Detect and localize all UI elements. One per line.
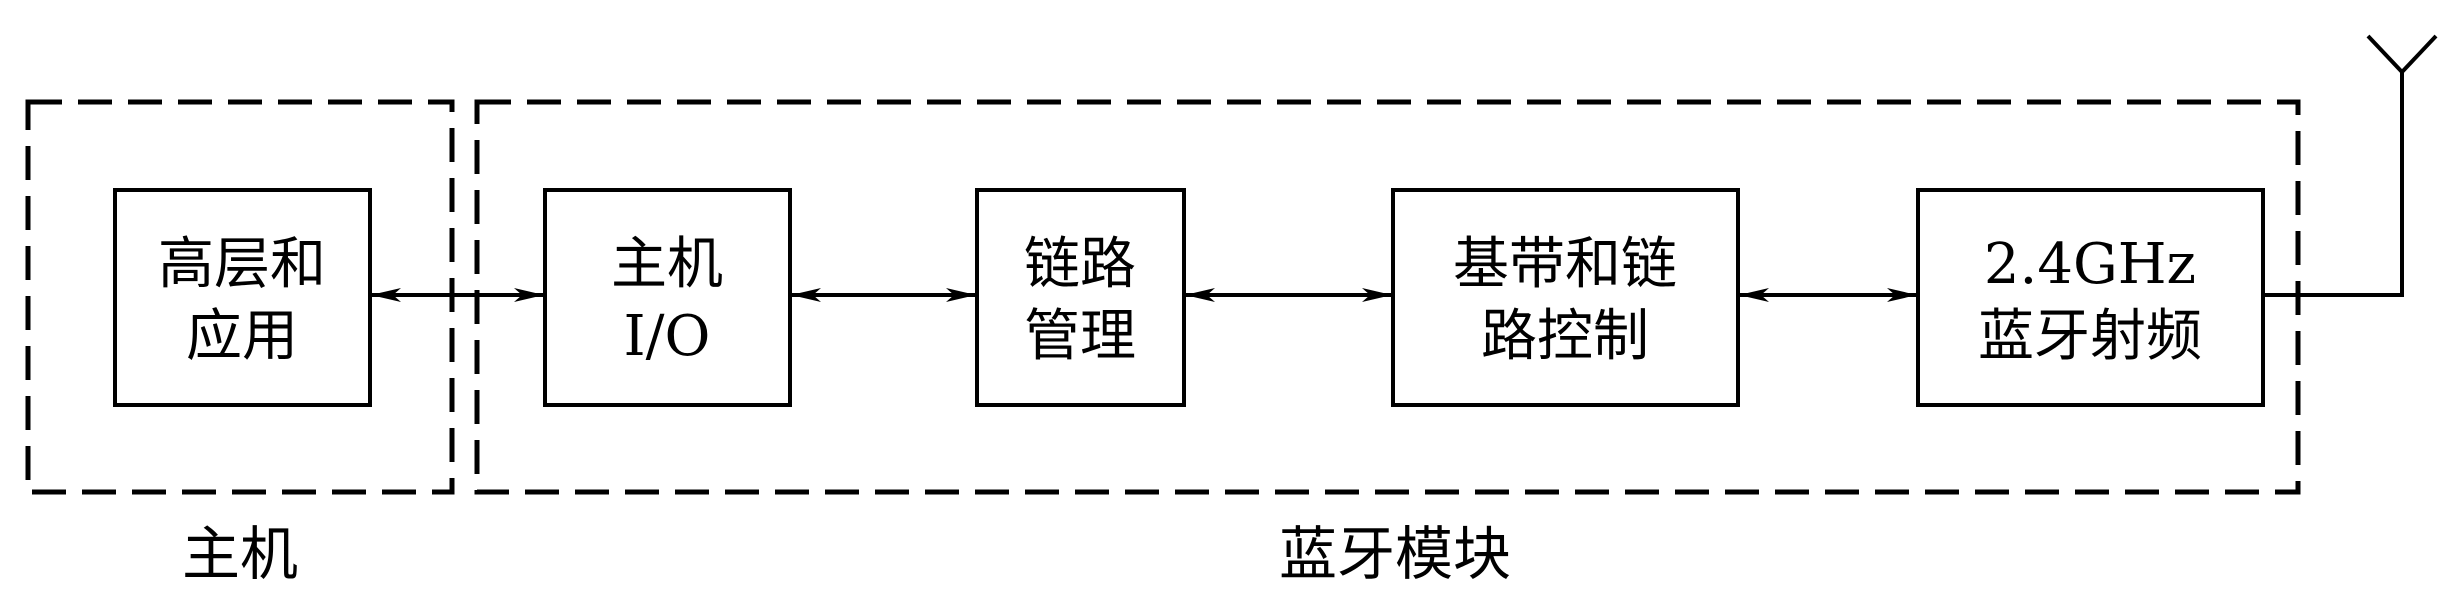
baseband-link-control-block: 基带和链 路控制 <box>1391 188 1740 407</box>
host-group-label: 主机 <box>182 520 298 588</box>
radio-block: 2.4GHz 蓝牙射频 <box>1916 188 2265 407</box>
app-layer-block: 高层和 应用 <box>113 188 372 407</box>
link-management-line1: 链路 <box>1024 232 1136 297</box>
host-io-line1: 主机 <box>611 232 723 297</box>
baseband-line2: 路控制 <box>1481 304 1649 369</box>
baseband-line1: 基带和链 <box>1453 232 1677 297</box>
radio-line2: 蓝牙射频 <box>1978 304 2202 369</box>
host-io-block: 主机 I/O <box>543 188 792 407</box>
antenna-icon <box>2263 34 2438 297</box>
link-management-line2: 管理 <box>1024 304 1136 369</box>
link-management-block: 链路 管理 <box>975 188 1186 407</box>
app-layer-line1: 高层和 <box>158 232 326 297</box>
radio-line1: 2.4GHz <box>1984 232 2196 297</box>
app-layer-line2: 应用 <box>186 304 298 369</box>
host-io-line2: I/O <box>624 304 711 369</box>
bluetooth-module-group-label: 蓝牙模块 <box>1279 520 1511 588</box>
